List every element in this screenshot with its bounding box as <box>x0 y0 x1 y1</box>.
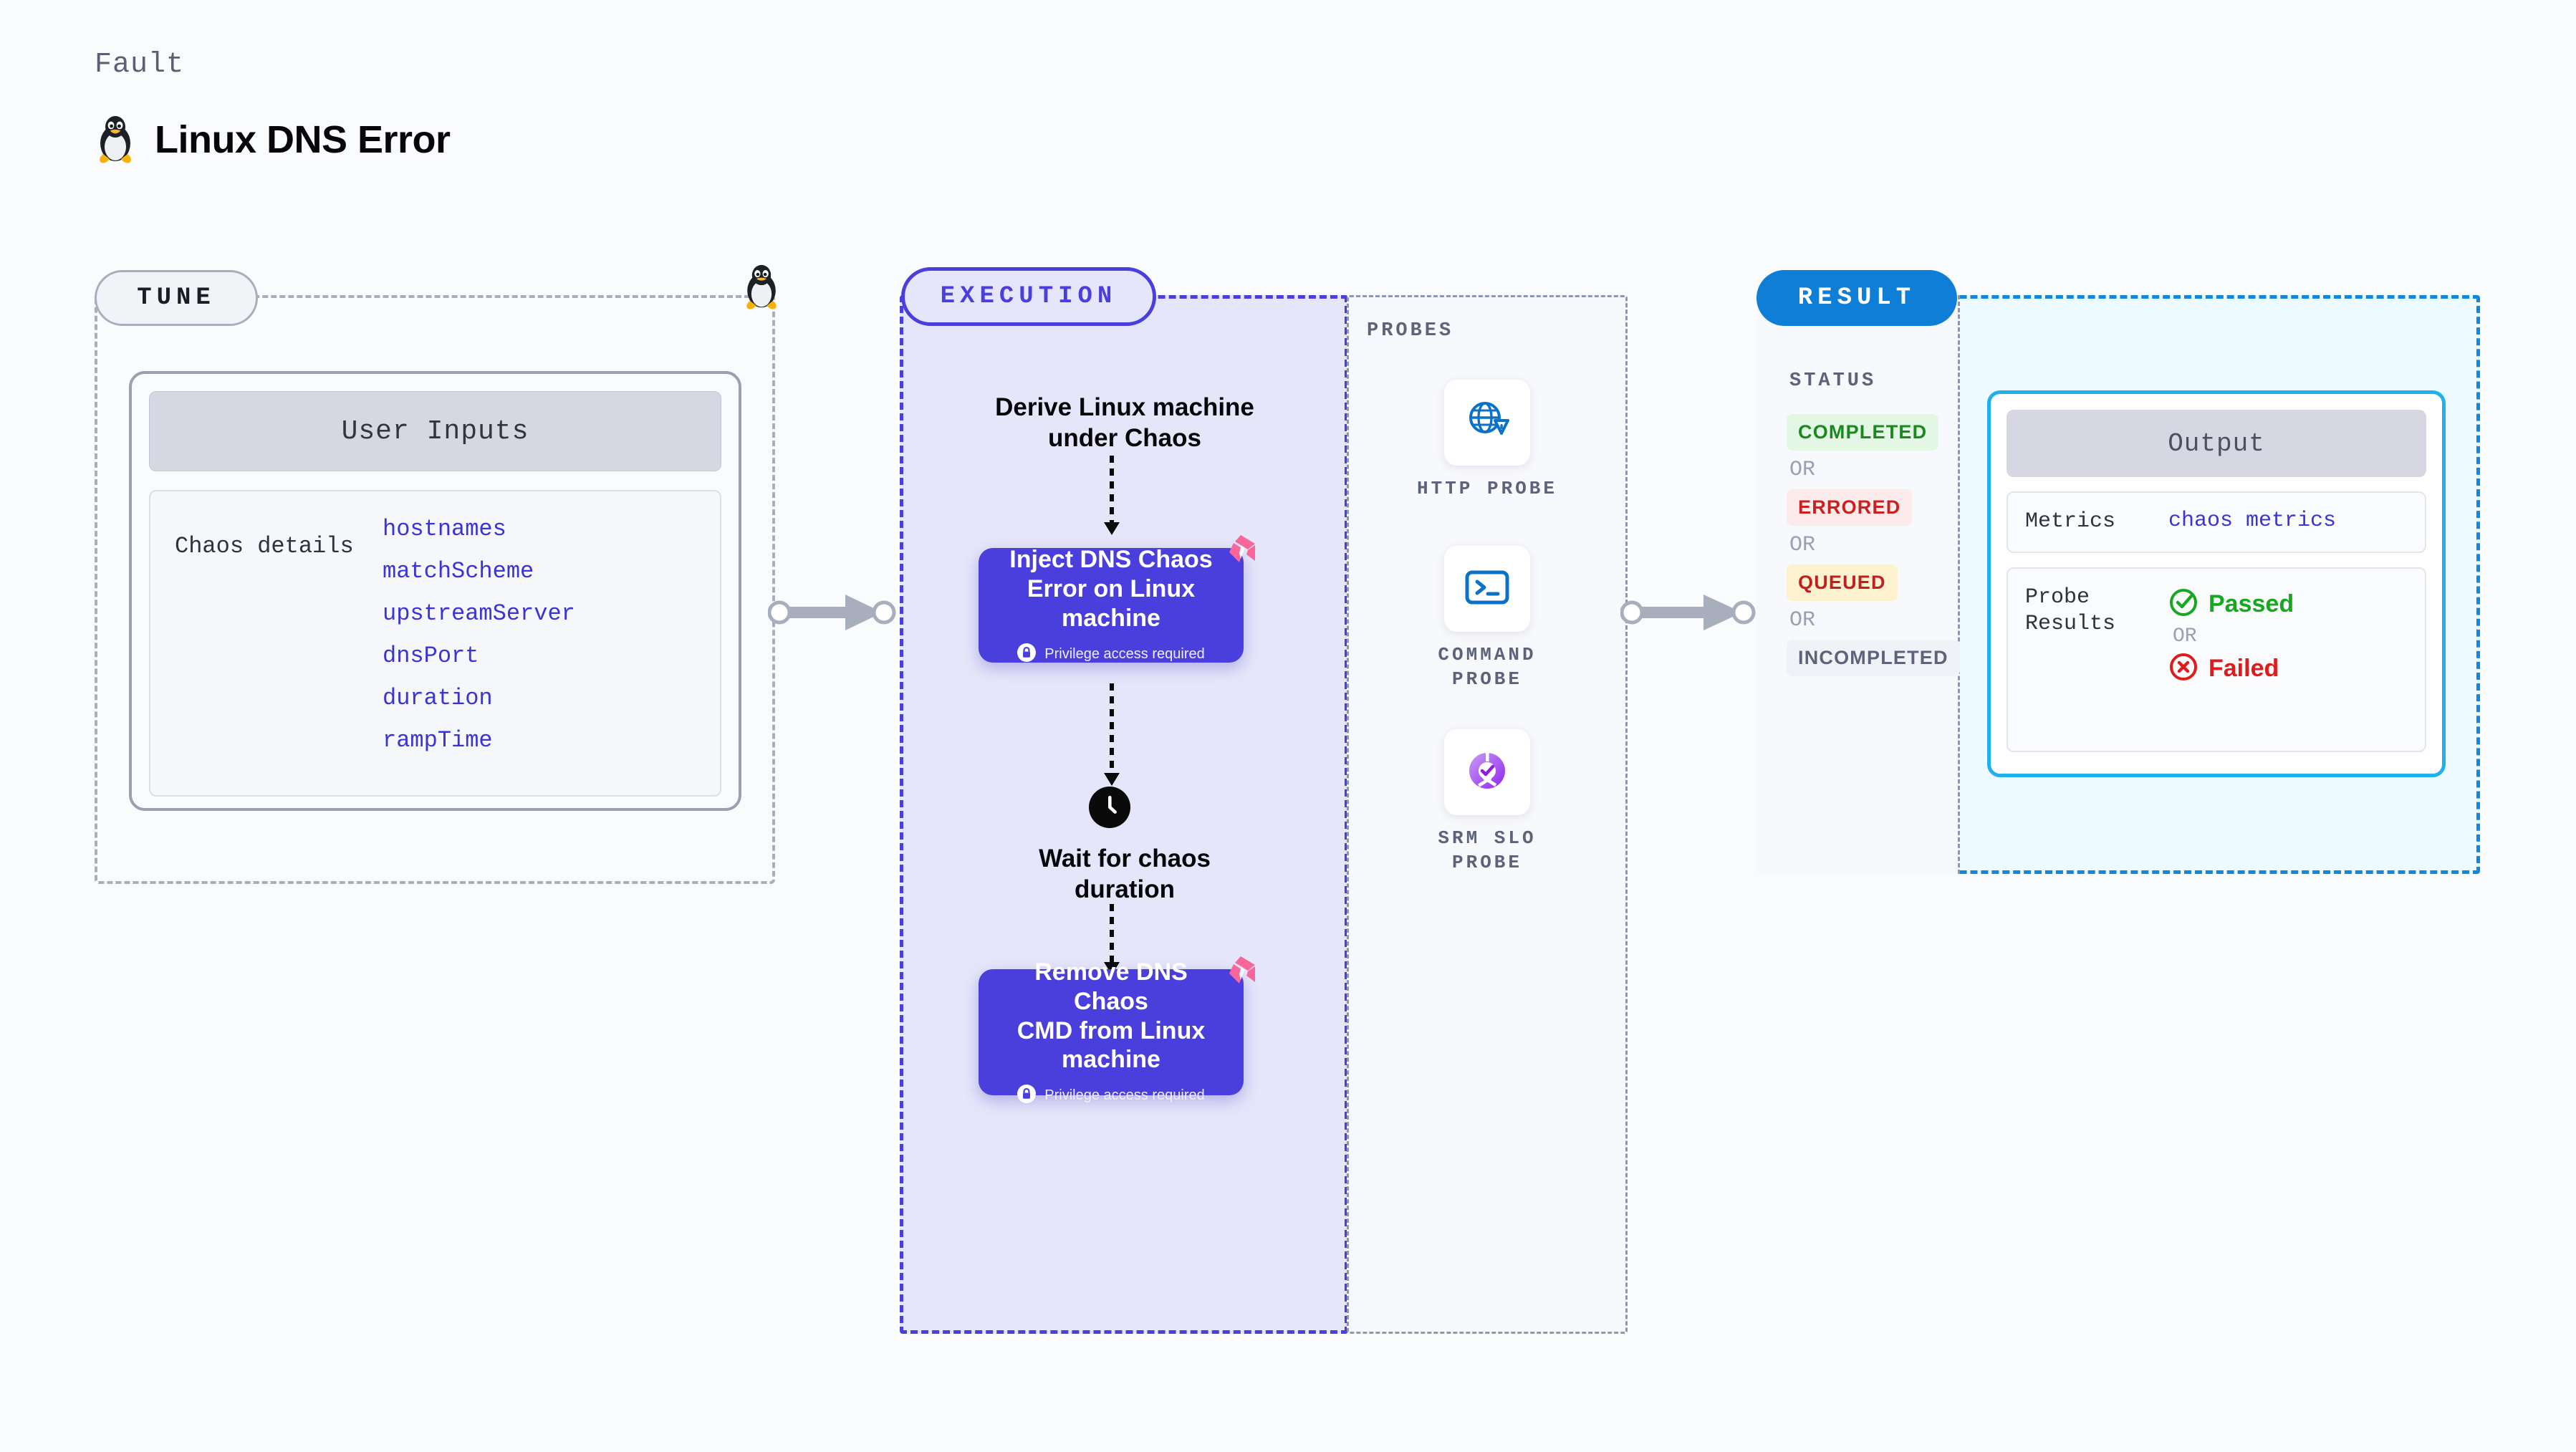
lock-icon <box>1017 1085 1037 1107</box>
chaos-details-box: Chaos details hostnames matchScheme upst… <box>149 490 721 797</box>
page-title: Linux DNS Error <box>95 115 451 165</box>
status-column-label: STATUS <box>1789 370 1877 392</box>
inject-chaos-card[interactable]: Inject DNS Chaos Error on Linux machine … <box>979 535 1255 665</box>
flow-arrow-down <box>1110 456 1114 533</box>
connector-tune-to-execution <box>768 595 896 630</box>
page-title-text: Linux DNS Error <box>155 118 451 161</box>
user-inputs-card: User Inputs Chaos details hostnames matc… <box>129 371 741 811</box>
wait-step-label: Wait for chaos duration <box>1039 845 1211 903</box>
slo-donut-check-icon <box>1464 747 1511 798</box>
probe-item-http[interactable]: HTTP PROBE <box>1347 380 1628 501</box>
globe-warning-icon <box>1464 398 1511 448</box>
failed-label: Failed <box>2209 654 2279 682</box>
status-badge-list: COMPLETED OR ERRORED OR QUEUED OR INCOMP… <box>1787 414 1966 676</box>
passed-label: Passed <box>2209 590 2294 617</box>
inject-privilege-text: Privilege access required <box>1044 645 1205 662</box>
chaos-parameter[interactable]: duration <box>383 685 493 711</box>
terminal-prompt-icon <box>1464 567 1511 611</box>
status-badge: INCOMPLETED <box>1787 640 1960 676</box>
tune-pill-label: TUNE <box>95 270 258 326</box>
fault-kicker-label: Fault <box>95 49 185 81</box>
probe-tile <box>1444 380 1530 466</box>
status-badge: QUEUED <box>1787 564 1898 601</box>
status-badge: ERRORED <box>1787 489 1913 526</box>
probe-results-row: Probe Results Passed OR <box>2007 567 2426 752</box>
chaos-parameter-list: hostnames matchScheme upstreamServer dns… <box>383 516 575 754</box>
status-or-text: OR <box>1789 533 1816 557</box>
probe-label: COMMAND PROBE <box>1438 644 1537 690</box>
inject-card-title: Inject DNS Chaos Error on Linux machine <box>1009 546 1213 632</box>
litmus-logo-icon <box>1222 531 1259 572</box>
probe-label: SRM SLO PROBE <box>1438 827 1537 873</box>
remove-privilege-note: Privilege access required <box>1017 1085 1205 1107</box>
chaos-details-label: Chaos details <box>175 533 354 559</box>
status-or-text: OR <box>1789 608 1816 633</box>
remove-card-title: Remove DNS Chaos CMD from Linux machine <box>1017 958 1206 1074</box>
derive-step-label: Derive Linux machine under Chaos <box>995 393 1254 452</box>
probe-results-or-text: OR <box>2173 625 2197 648</box>
status-badge: COMPLETED <box>1787 414 1939 451</box>
probes-section-label: PROBES <box>1367 320 1454 342</box>
probe-result-passed: Passed <box>2168 587 2294 621</box>
probe-item-command[interactable]: COMMAND PROBE <box>1347 546 1628 692</box>
tune-tux-penguin-icon <box>741 264 782 314</box>
clock-icon <box>1089 787 1130 832</box>
connector-probes-to-result <box>1620 595 1756 630</box>
chaos-parameter[interactable]: rampTime <box>383 727 493 754</box>
status-or-text: OR <box>1789 458 1816 482</box>
execution-pill-label: EXECUTION <box>901 267 1156 326</box>
chaos-parameter[interactable]: upstreamServer <box>383 600 575 627</box>
tux-penguin-icon <box>95 115 136 165</box>
probe-tile <box>1444 729 1530 815</box>
output-card: Output Metrics chaos metrics Probe Resul… <box>1987 390 2446 777</box>
chaos-parameter[interactable]: hostnames <box>383 516 506 542</box>
metrics-row: Metrics chaos metrics <box>2007 491 2426 553</box>
metrics-key: Metrics <box>2025 509 2116 534</box>
probe-item-srm-slo[interactable]: SRM SLO PROBE <box>1347 729 1628 875</box>
probe-results-values: Passed OR Failed <box>2168 585 2294 686</box>
lock-icon <box>1017 643 1037 665</box>
chaos-parameter[interactable]: dnsPort <box>383 643 479 669</box>
output-title: Output <box>2007 410 2426 477</box>
probe-results-key: Probe Results <box>2025 585 2116 637</box>
remove-chaos-card[interactable]: Remove DNS Chaos CMD from Linux machine … <box>979 956 1255 1104</box>
flow-arrow-down <box>1110 904 1114 973</box>
chaos-parameter[interactable]: matchScheme <box>383 558 534 585</box>
litmus-logo-icon <box>1222 952 1259 993</box>
tune-panel <box>95 295 775 884</box>
result-status-divider <box>1958 295 1960 874</box>
probe-tile <box>1444 546 1530 632</box>
flow-arrow-down <box>1110 683 1114 784</box>
result-pill-label: RESULT <box>1756 270 1957 326</box>
remove-privilege-text: Privilege access required <box>1044 1087 1205 1104</box>
probe-label: HTTP PROBE <box>1416 478 1558 499</box>
user-inputs-title: User Inputs <box>149 391 721 471</box>
inject-privilege-note: Privilege access required <box>1017 643 1205 665</box>
x-circle-icon <box>2168 652 2198 686</box>
metrics-value[interactable]: chaos metrics <box>2168 509 2337 533</box>
check-circle-icon <box>2168 587 2198 621</box>
probe-result-failed: Failed <box>2168 652 2294 686</box>
